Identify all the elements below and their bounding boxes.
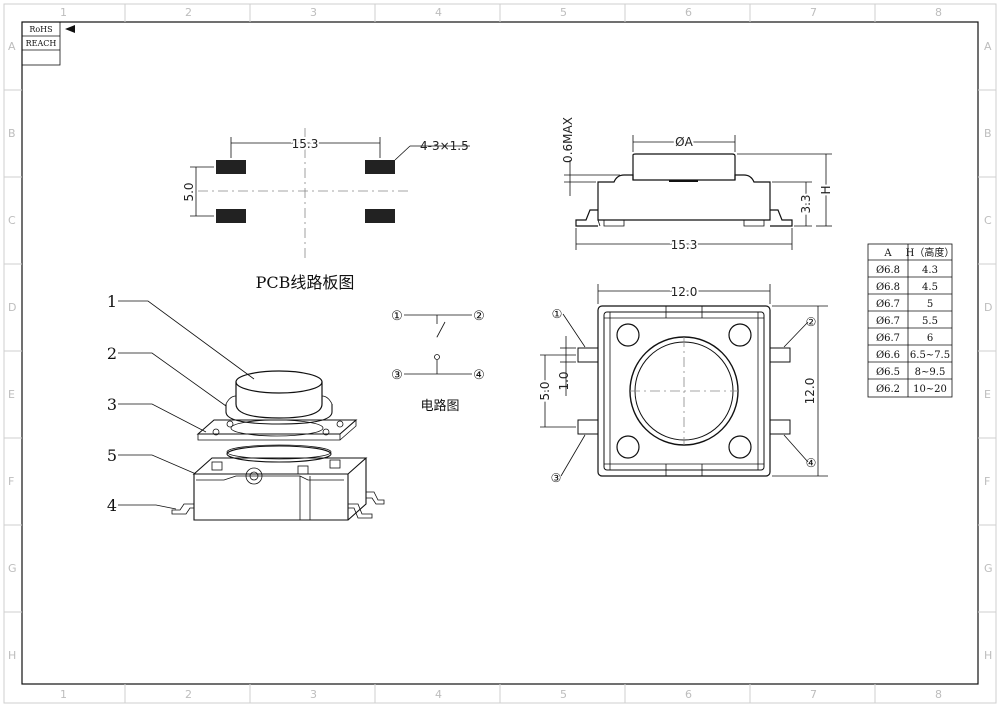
pad-size-note: 4-3×1.5 — [420, 139, 469, 153]
pcb-title: PCB线路板图 — [256, 273, 355, 292]
part-label-3: 3 — [107, 395, 117, 414]
pointer-arrow-icon — [65, 25, 75, 33]
table-cell: 6.5~7.5 — [910, 350, 950, 361]
body-height-dim: 3.3 — [799, 194, 813, 213]
col-label: 4 — [435, 6, 442, 19]
row-label: G — [8, 562, 17, 575]
pin-1-label: ① — [552, 307, 563, 321]
col-label: 8 — [935, 688, 942, 701]
circuit-pin-2: ② — [473, 309, 485, 324]
table-cell: Ø6.5 — [876, 367, 900, 378]
pin-width-dim: 1.0 — [557, 371, 571, 390]
height-table: A H（高度） Ø6.8 4.3 Ø6.8 4.5 Ø6.7 5 Ø6.7 5.… — [867, 243, 955, 398]
pcb-footprint: 15.3 5.0 4-3×1.5 PCB线路板图 — [180, 128, 470, 292]
col-label: 2 — [185, 6, 192, 19]
rohs-badge: RoHS — [29, 25, 52, 34]
row-label: H — [984, 649, 992, 662]
table-cell: 8~9.5 — [915, 367, 946, 378]
pin-4-label: ④ — [806, 456, 817, 470]
col-label: 1 — [60, 688, 67, 701]
row-label: D — [8, 301, 16, 314]
circuit-pin-3: ③ — [391, 368, 403, 383]
table-cell: Ø6.2 — [876, 384, 900, 395]
table-cell: Ø6.8 — [876, 282, 900, 293]
exploded-view: 1 2 3 5 4 — [107, 292, 385, 521]
table-header-a: A — [883, 248, 892, 259]
table-cell: Ø6.7 — [876, 333, 900, 344]
top-view: 12.0 12.0 5.0 1.0 ① ② ③ ④ — [536, 283, 828, 485]
pcb-width-dim: 15.3 — [292, 137, 319, 151]
circuit-diagram: ① ② ③ ④ 电路图 — [391, 309, 485, 414]
table-cell: 4.3 — [922, 265, 938, 276]
col-label: 8 — [935, 6, 942, 19]
side-view: ØA 0.6MAX 3.3 H 15.3 — [561, 117, 835, 254]
top-height-dim: 12.0 — [803, 378, 817, 405]
table-cell: 6 — [927, 333, 933, 344]
part-label-5: 5 — [107, 446, 117, 465]
row-label: B — [984, 127, 992, 140]
zone-labels: 1 2 3 4 5 6 7 8 1 2 3 4 5 6 7 8 A B C D … — [8, 6, 993, 701]
row-label: C — [8, 214, 16, 227]
col-label: 6 — [685, 688, 692, 701]
pin-pitch-dim: 5.0 — [538, 381, 552, 400]
pcb-pad — [365, 209, 395, 223]
col-label: 5 — [560, 688, 567, 701]
col-label: 5 — [560, 6, 567, 19]
table-cell: 10~20 — [913, 384, 947, 395]
part-label-2: 2 — [107, 344, 117, 363]
top-width-dim: 12.0 — [671, 285, 698, 299]
table-cell: Ø6.7 — [876, 299, 900, 310]
row-label: F — [984, 475, 990, 488]
zone-ticks — [4, 4, 996, 703]
row-label: C — [984, 214, 992, 227]
row-label: G — [984, 562, 993, 575]
inner-frame — [21, 21, 979, 685]
part-label-4: 4 — [107, 496, 117, 515]
col-label: 4 — [435, 688, 442, 701]
col-label: 3 — [310, 6, 317, 19]
row-label: A — [984, 40, 992, 53]
total-height-dim: H — [819, 185, 833, 194]
pin-3-label: ③ — [551, 471, 562, 485]
row-label: F — [8, 475, 14, 488]
actuator-dia-label: ØA — [675, 135, 693, 149]
compliance-box: RoHS REACH — [21, 21, 75, 66]
row-label: H — [8, 649, 16, 662]
table-cell: Ø6.8 — [876, 265, 900, 276]
pcb-pad — [365, 160, 395, 174]
pcb-height-dim: 5.0 — [182, 182, 196, 201]
table-cell: 5 — [927, 299, 933, 310]
table-cell: Ø6.6 — [876, 350, 900, 361]
col-label: 3 — [310, 688, 317, 701]
pcb-pad — [216, 160, 246, 174]
circuit-title: 电路图 — [420, 398, 459, 414]
row-label: B — [8, 127, 16, 140]
table-header-h: H（高度） — [906, 246, 955, 259]
table-cell: Ø6.7 — [876, 316, 900, 327]
circuit-pin-4: ④ — [473, 368, 485, 383]
col-label: 1 — [60, 6, 67, 19]
table-cell: 5.5 — [922, 316, 938, 327]
row-label: E — [8, 388, 15, 401]
circuit-pin-1: ① — [391, 309, 403, 324]
max-height-dim: 0.6MAX — [561, 117, 575, 163]
row-label: D — [984, 301, 992, 314]
reach-badge: REACH — [26, 39, 57, 48]
col-label: 2 — [185, 688, 192, 701]
pin-2-label: ② — [806, 315, 817, 329]
col-label: 6 — [685, 6, 692, 19]
row-label: A — [8, 40, 16, 53]
part-label-1: 1 — [107, 292, 117, 311]
table-cell: 4.5 — [922, 282, 938, 293]
side-width-dim: 15.3 — [671, 238, 698, 252]
row-label: E — [984, 388, 991, 401]
col-label: 7 — [810, 688, 817, 701]
col-label: 7 — [810, 6, 817, 19]
pcb-pad — [216, 209, 246, 223]
